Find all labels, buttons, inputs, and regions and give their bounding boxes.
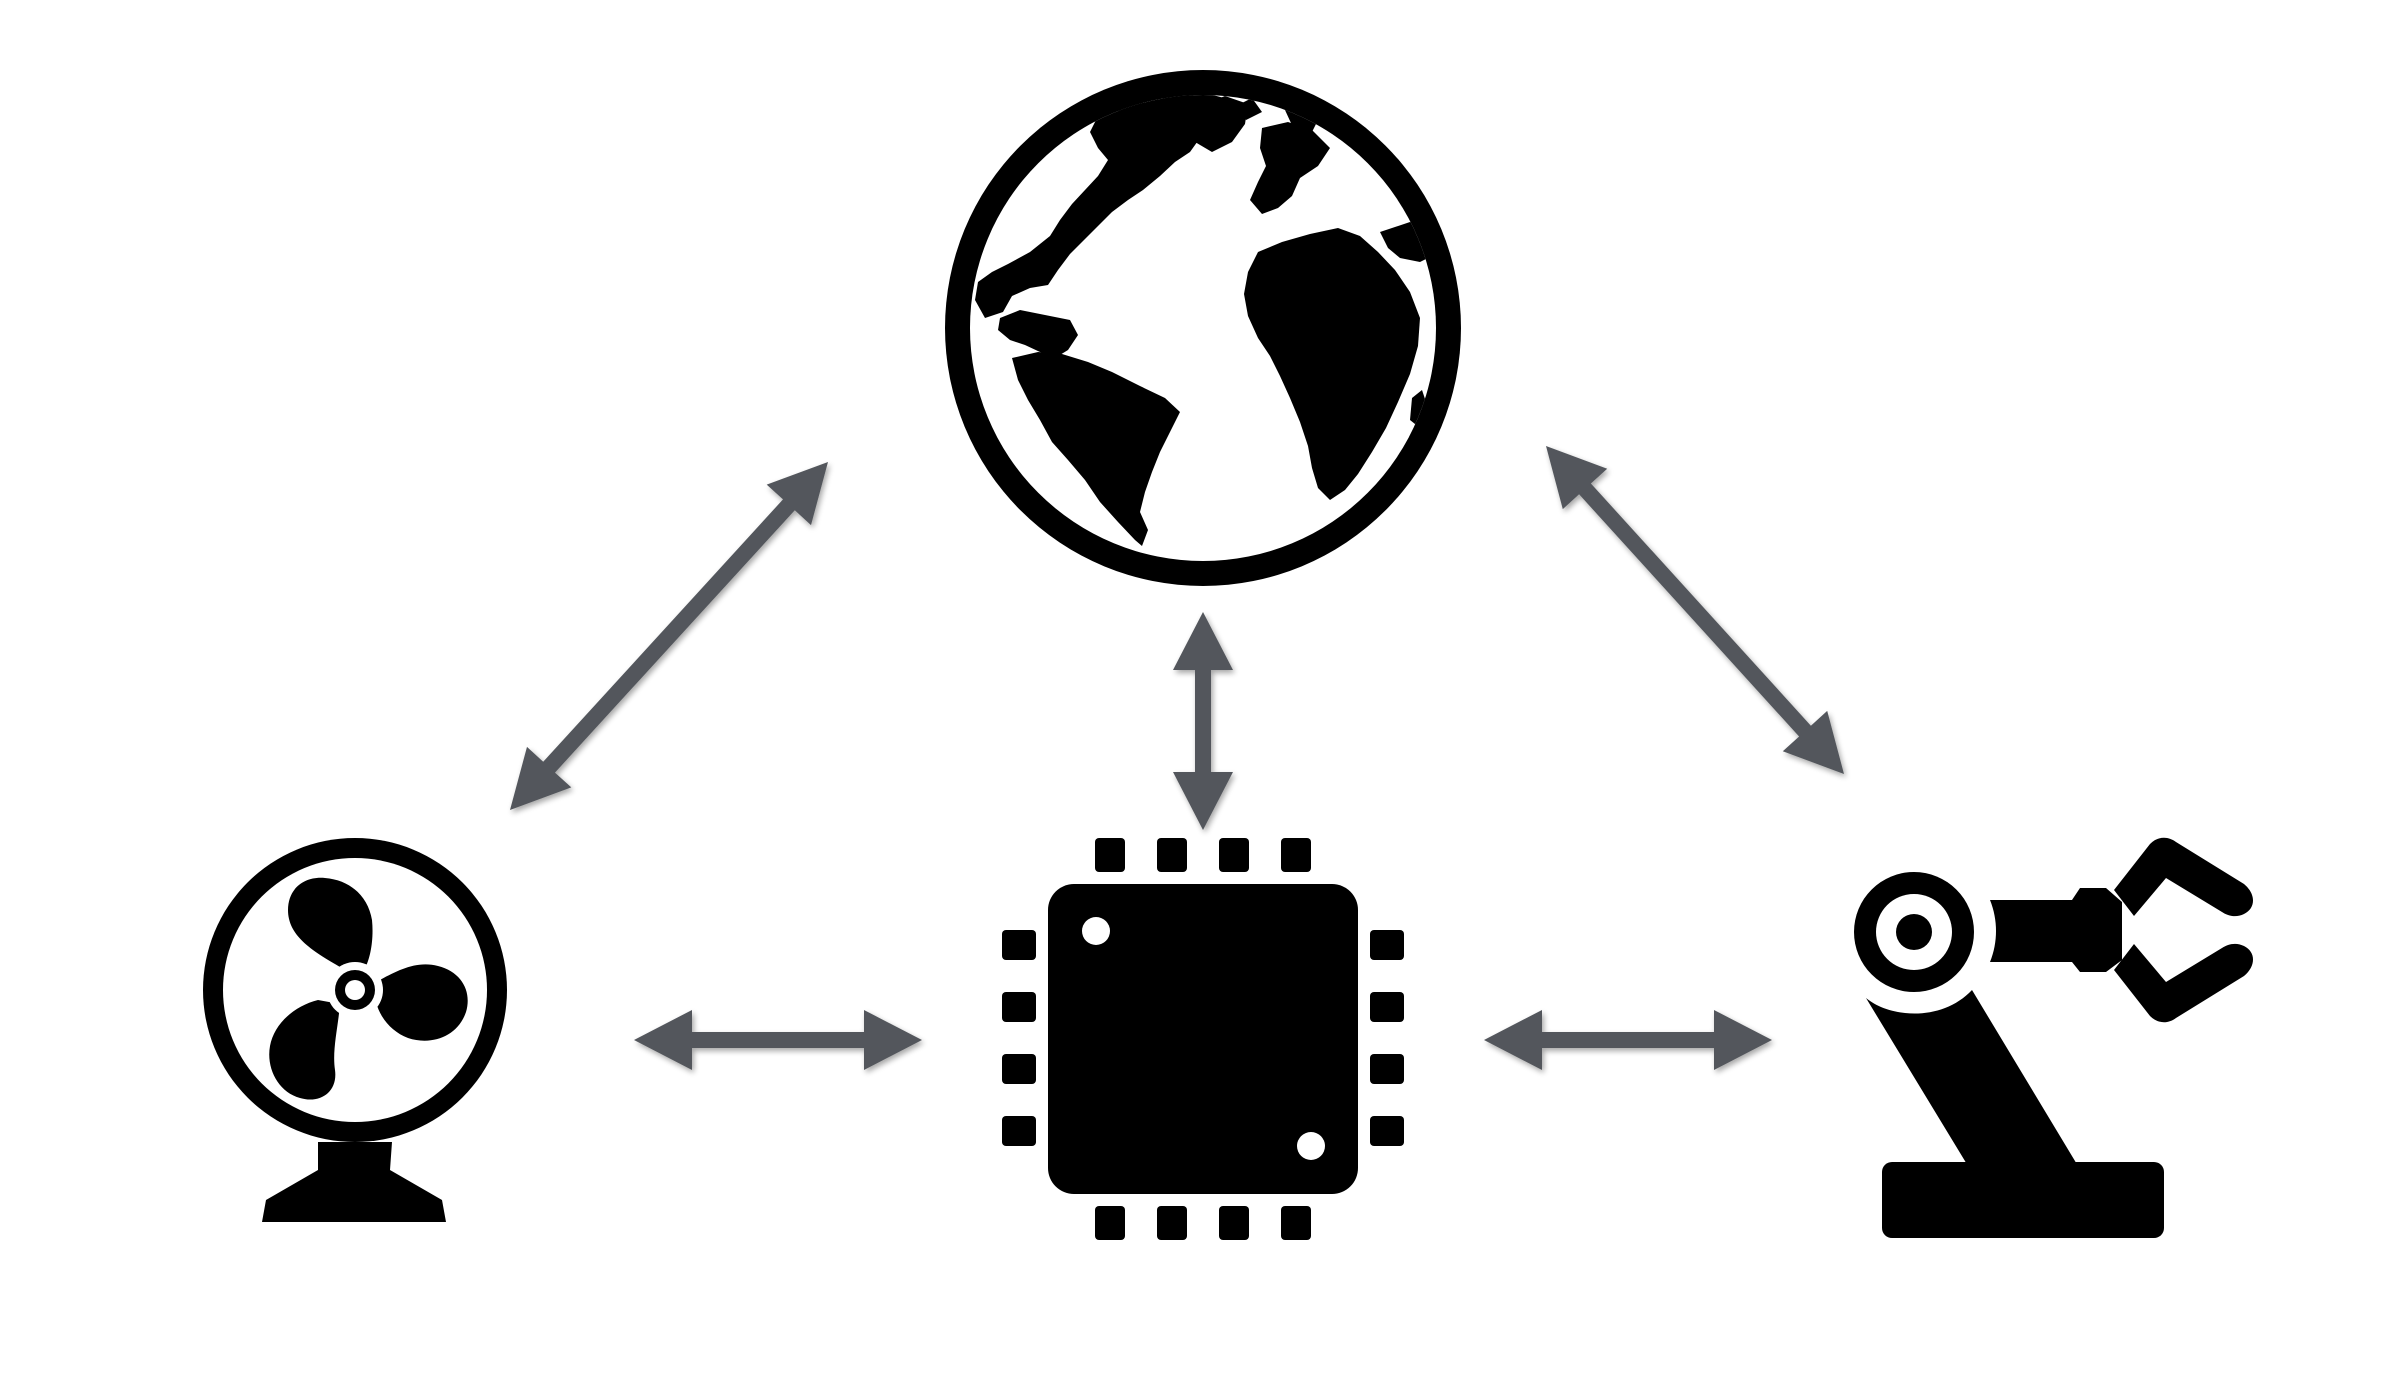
arrow-robot-globe <box>1546 446 1844 774</box>
arrow-chip-robot <box>1484 1010 1772 1070</box>
arrow-fan-chip <box>634 1010 922 1070</box>
globe-icon <box>945 70 1461 586</box>
robot-arm-icon <box>1854 837 2253 1238</box>
arrows-group <box>510 446 1844 1070</box>
arrow-fan-globe <box>510 462 828 810</box>
fan-icon <box>203 838 507 1222</box>
arrow-chip-globe <box>1173 612 1233 830</box>
microchip-icon <box>1002 838 1404 1240</box>
